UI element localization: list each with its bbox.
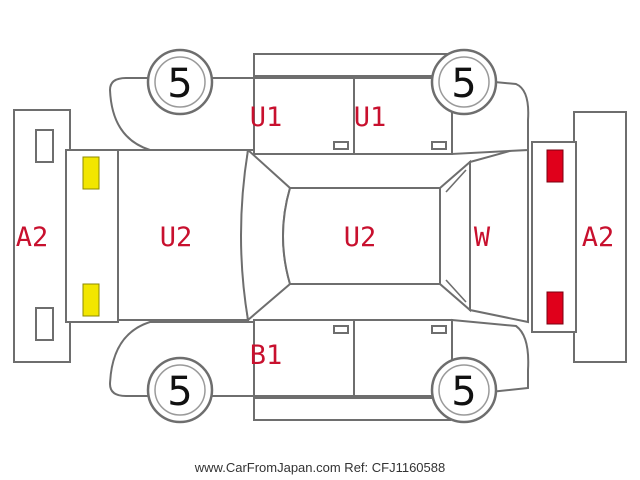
code-door-rear-top: U1: [354, 102, 387, 133]
code-front-bumper: A2: [16, 222, 49, 253]
front-headlight-marker-bottom: [82, 283, 100, 317]
code-rear-bumper: A2: [582, 222, 615, 253]
code-door-front-top: U1: [250, 102, 283, 133]
code-rear-window: W: [474, 222, 491, 253]
code-hood: U2: [160, 222, 193, 253]
front-headlight-marker-top: [82, 156, 100, 190]
wheel-front-right-score: 5: [167, 369, 192, 415]
wheel-front-left-score: 5: [167, 61, 192, 107]
wheel-front-right: 5: [146, 356, 214, 424]
code-roof: U2: [344, 222, 377, 253]
rear-taillight-marker-bottom: [546, 291, 564, 325]
code-door-front-bottom: B1: [250, 340, 283, 371]
wheel-rear-right: 5: [430, 356, 498, 424]
wheel-rear-left-score: 5: [451, 61, 476, 107]
wheel-rear-left: 5: [430, 48, 498, 116]
rear-pillar-lines: [445, 169, 467, 303]
rear-window-frame: [439, 159, 471, 313]
wheel-rear-right-score: 5: [451, 369, 476, 415]
rear-taillight-marker-top: [546, 149, 564, 183]
source-footer: www.CarFromJapan.com Ref: CFJ1160588: [194, 460, 445, 475]
front-bumper: [13, 109, 71, 363]
wheel-front-left: 5: [146, 48, 214, 116]
roof-panel: [282, 187, 441, 285]
